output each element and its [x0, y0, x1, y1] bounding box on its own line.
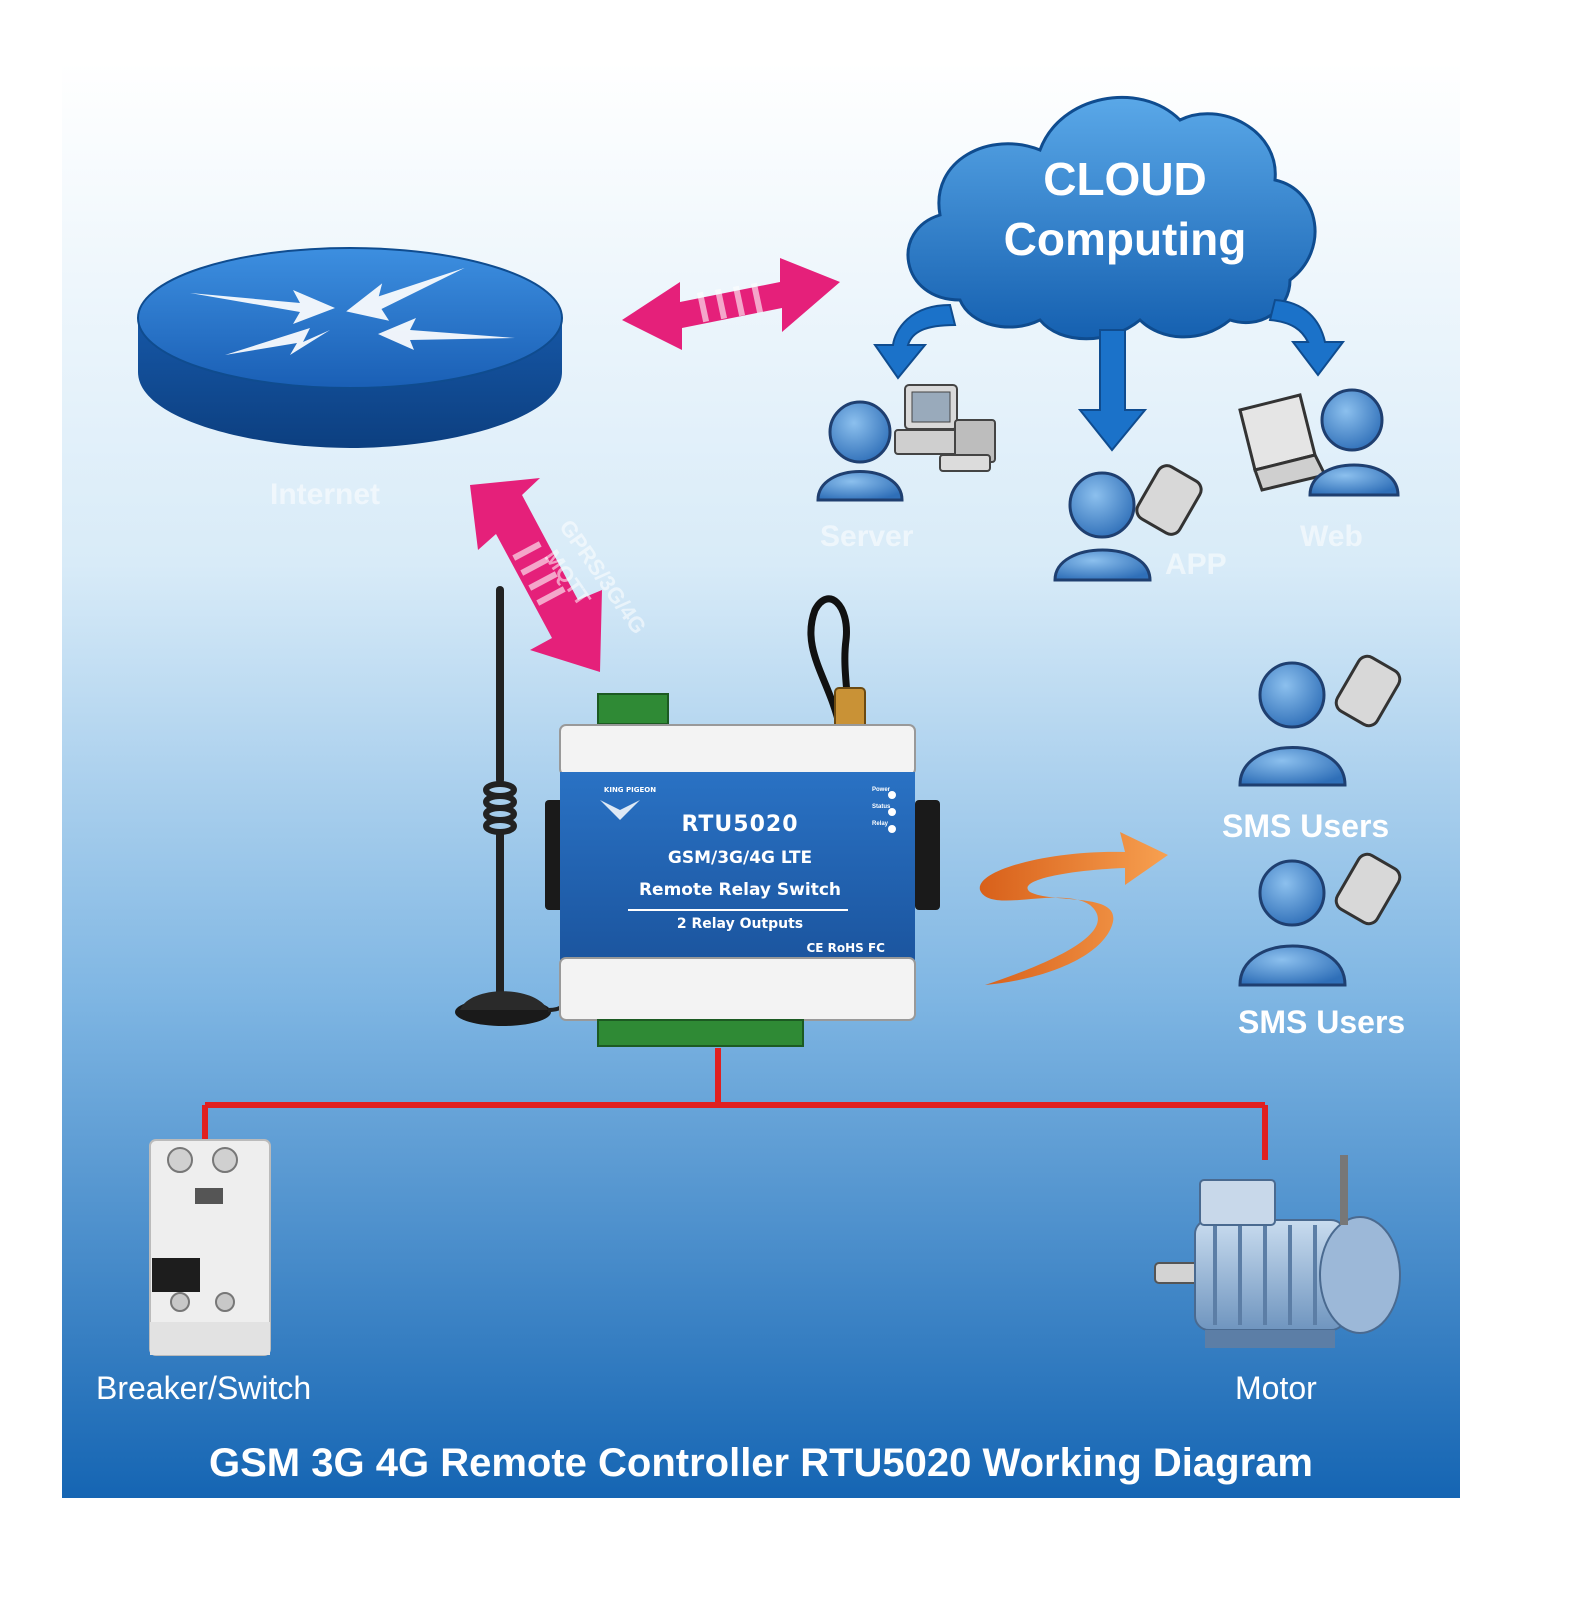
- rtu5020-device: [545, 693, 940, 1047]
- diagram-caption: GSM 3G 4G Remote Controller RTU5020 Work…: [209, 1441, 1313, 1485]
- sms-user-icon: [1238, 654, 1402, 787]
- cloud-distribution-arrows: [873, 298, 1346, 452]
- sms-users-label: SMS Users: [1222, 808, 1390, 844]
- router-icon: [137, 247, 563, 448]
- device-led-relay: Relay: [872, 821, 889, 827]
- motor-label: Motor: [1235, 1370, 1317, 1406]
- cloud-title-line2: Computing: [1003, 213, 1247, 265]
- cloud-title-line1: CLOUD: [1043, 153, 1207, 205]
- server-label: Server: [820, 520, 914, 553]
- device-outputs: 2 Relay Outputs: [676, 916, 804, 932]
- motor-icon: [1154, 1155, 1401, 1348]
- device-product: Remote Relay Switch: [638, 880, 842, 900]
- router-label: Internet: [270, 478, 381, 511]
- sms-user-icon: [1238, 852, 1402, 987]
- breaker-switch-icon: [149, 1139, 271, 1356]
- cellular-link-arrow: [470, 478, 602, 672]
- sms-arrow: [979, 832, 1168, 985]
- app-label: APP: [1165, 548, 1227, 581]
- cable-antenna-icon: [807, 595, 866, 731]
- breaker-label: Breaker/Switch: [96, 1370, 312, 1406]
- device-led-status: Status: [872, 804, 891, 810]
- device-brand: KING PIGEON: [603, 786, 657, 794]
- wiring: [202, 1048, 1268, 1160]
- web-user-icon: [1238, 388, 1400, 497]
- device-model: RTU5020: [681, 812, 799, 837]
- internet-link-arrow: [622, 258, 840, 350]
- server-user-icon: [816, 384, 996, 502]
- web-label: Web: [1300, 520, 1363, 553]
- device-network: GSM/3G/4G LTE: [667, 848, 813, 868]
- device-certs: CE RoHS FC: [806, 941, 885, 955]
- antenna-icon: [455, 586, 570, 1026]
- sms-users-label: SMS Users: [1238, 1004, 1406, 1040]
- device-led-power: Power: [872, 787, 891, 793]
- app-user-icon: [1053, 464, 1203, 582]
